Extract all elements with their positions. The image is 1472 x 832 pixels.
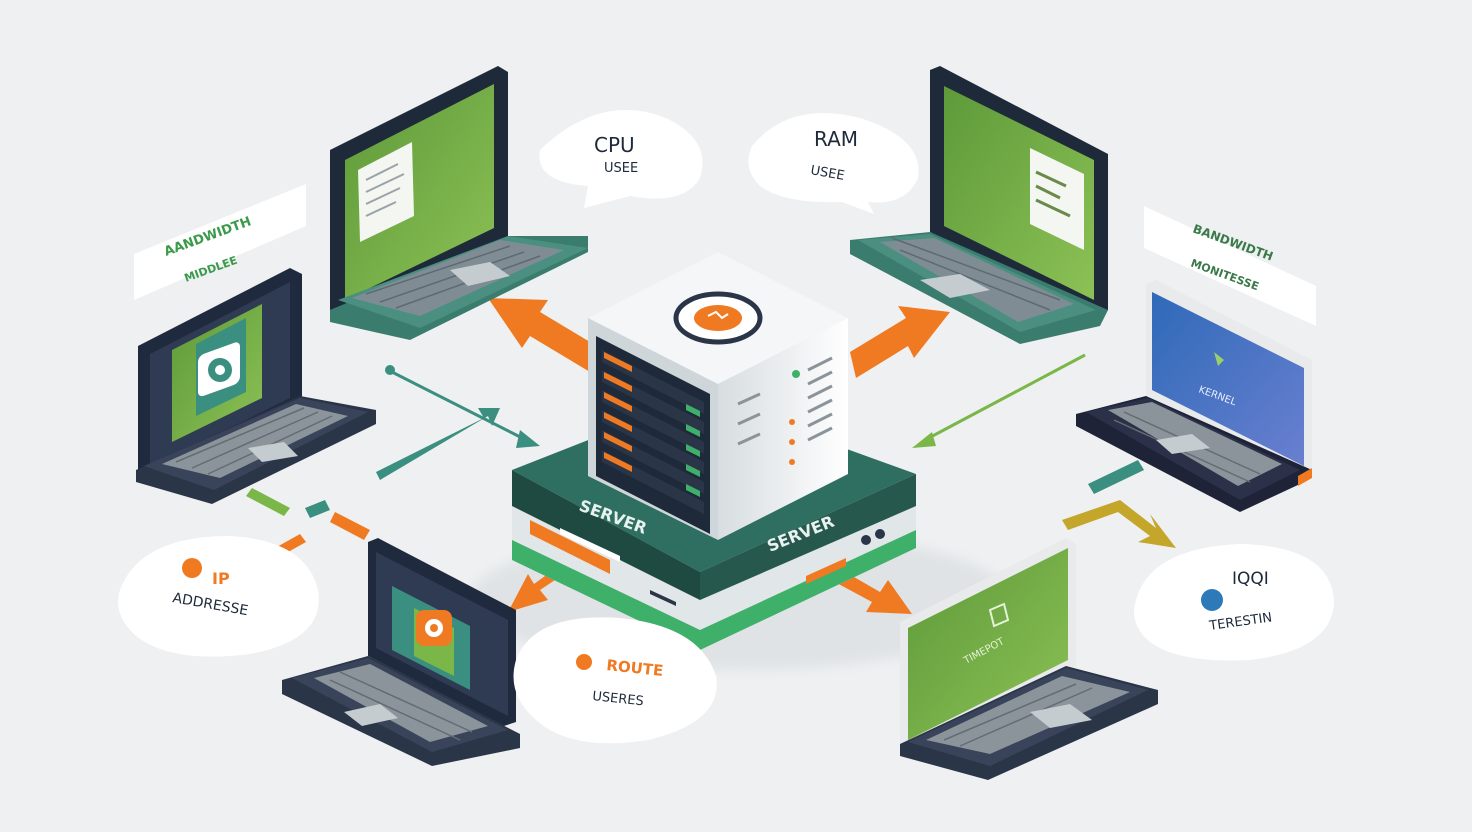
routes-line1: ROUTE [606,656,665,680]
arrow-olive-right [1062,500,1176,548]
blue-dot-icon [1201,589,1223,611]
callout-ip-address-left: IP ADDRESSE [118,536,319,657]
cpu-label-line1: CPU [594,133,635,157]
server-rack-units [602,350,704,514]
orange-dot-icon [182,558,202,578]
laptop-bottom-right: TIMEPOT [900,538,1158,780]
laptop-top-left [330,66,588,340]
laptop-left-mid [136,268,376,504]
arrow-teal-left [376,408,500,480]
arrow-orange-up-left [488,298,600,372]
ip-right-line1: IQQI [1232,569,1269,589]
laptop-bottom-left [282,538,520,766]
cpu-label-line2: USEE [604,161,638,176]
laptop-top-right [850,66,1108,344]
callout-ip-address-right: IQQI TERESTIN [1134,544,1334,661]
server-vents [737,356,833,446]
central-server: SERVER SERVER [512,252,916,650]
ram-label-line2: USEE [809,163,845,184]
routes-line2: USERES [592,689,645,709]
laptop-right-mid: KERNEL [1076,280,1312,512]
callout-ram-usage: RAM USEE [748,112,919,214]
ram-label-line1: RAM [814,127,858,151]
orange-dot-icon-2 [576,654,592,670]
callout-cpu-usage: CPU USEE [539,109,703,208]
arrow-orange-up-right [850,306,950,378]
callout-routes-users: ROUTE USERES [513,617,717,744]
ip-left-line1: IP [212,569,230,588]
